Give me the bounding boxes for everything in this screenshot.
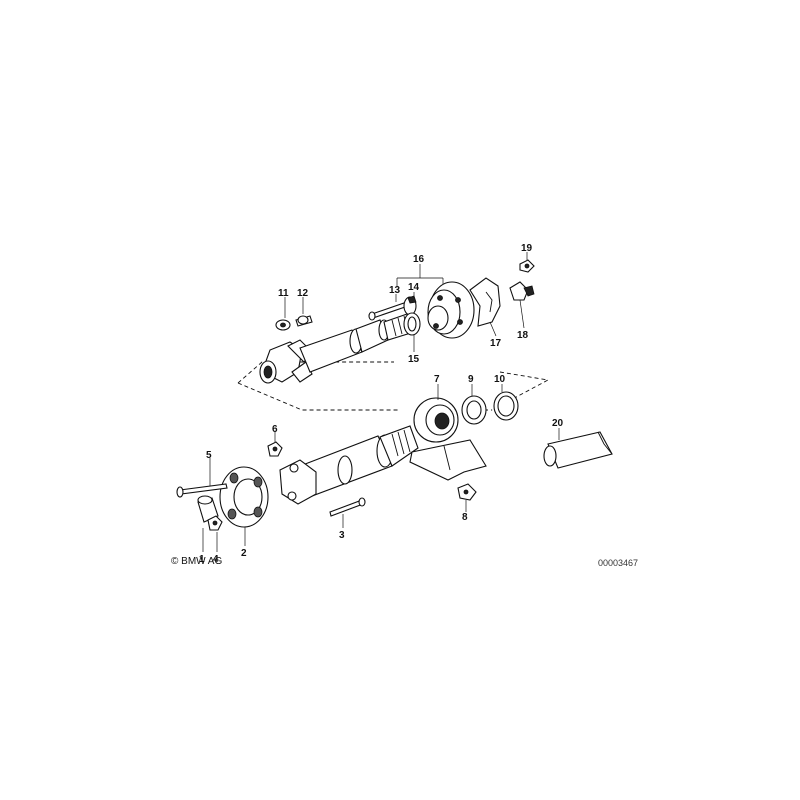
lower-shaft-assembly (176, 391, 613, 531)
callout-12: 12 (297, 288, 309, 299)
callout-5: 5 (206, 450, 212, 461)
copyright-notice: © BMW AG (171, 556, 223, 567)
callout-7: 7 (434, 374, 440, 385)
callout-labels: 1 2 3 4 5 6 7 8 9 10 11 12 13 14 15 16 1… (199, 243, 564, 565)
callout-18: 18 (517, 330, 529, 341)
callout-19: 19 (521, 243, 533, 254)
callout-6: 6 (272, 424, 278, 435)
callout-10: 10 (494, 374, 506, 385)
callout-9: 9 (468, 374, 474, 385)
callout-17: 17 (490, 338, 502, 349)
callout-2: 2 (241, 548, 247, 559)
callout-20: 20 (552, 418, 564, 429)
callout-1: 1 (199, 554, 205, 565)
diagram-id: 00003467 (598, 558, 639, 568)
callout-15: 15 (408, 354, 420, 365)
callout-8: 8 (462, 512, 468, 523)
upper-shaft-assembly (259, 259, 535, 384)
callout-16: 16 (413, 254, 425, 265)
callout-14: 14 (408, 282, 420, 293)
callout-3: 3 (339, 530, 345, 541)
callout-13: 13 (389, 285, 401, 296)
callout-4: 4 (213, 554, 219, 565)
leader-lines (202, 252, 560, 552)
callout-11: 11 (278, 288, 289, 299)
